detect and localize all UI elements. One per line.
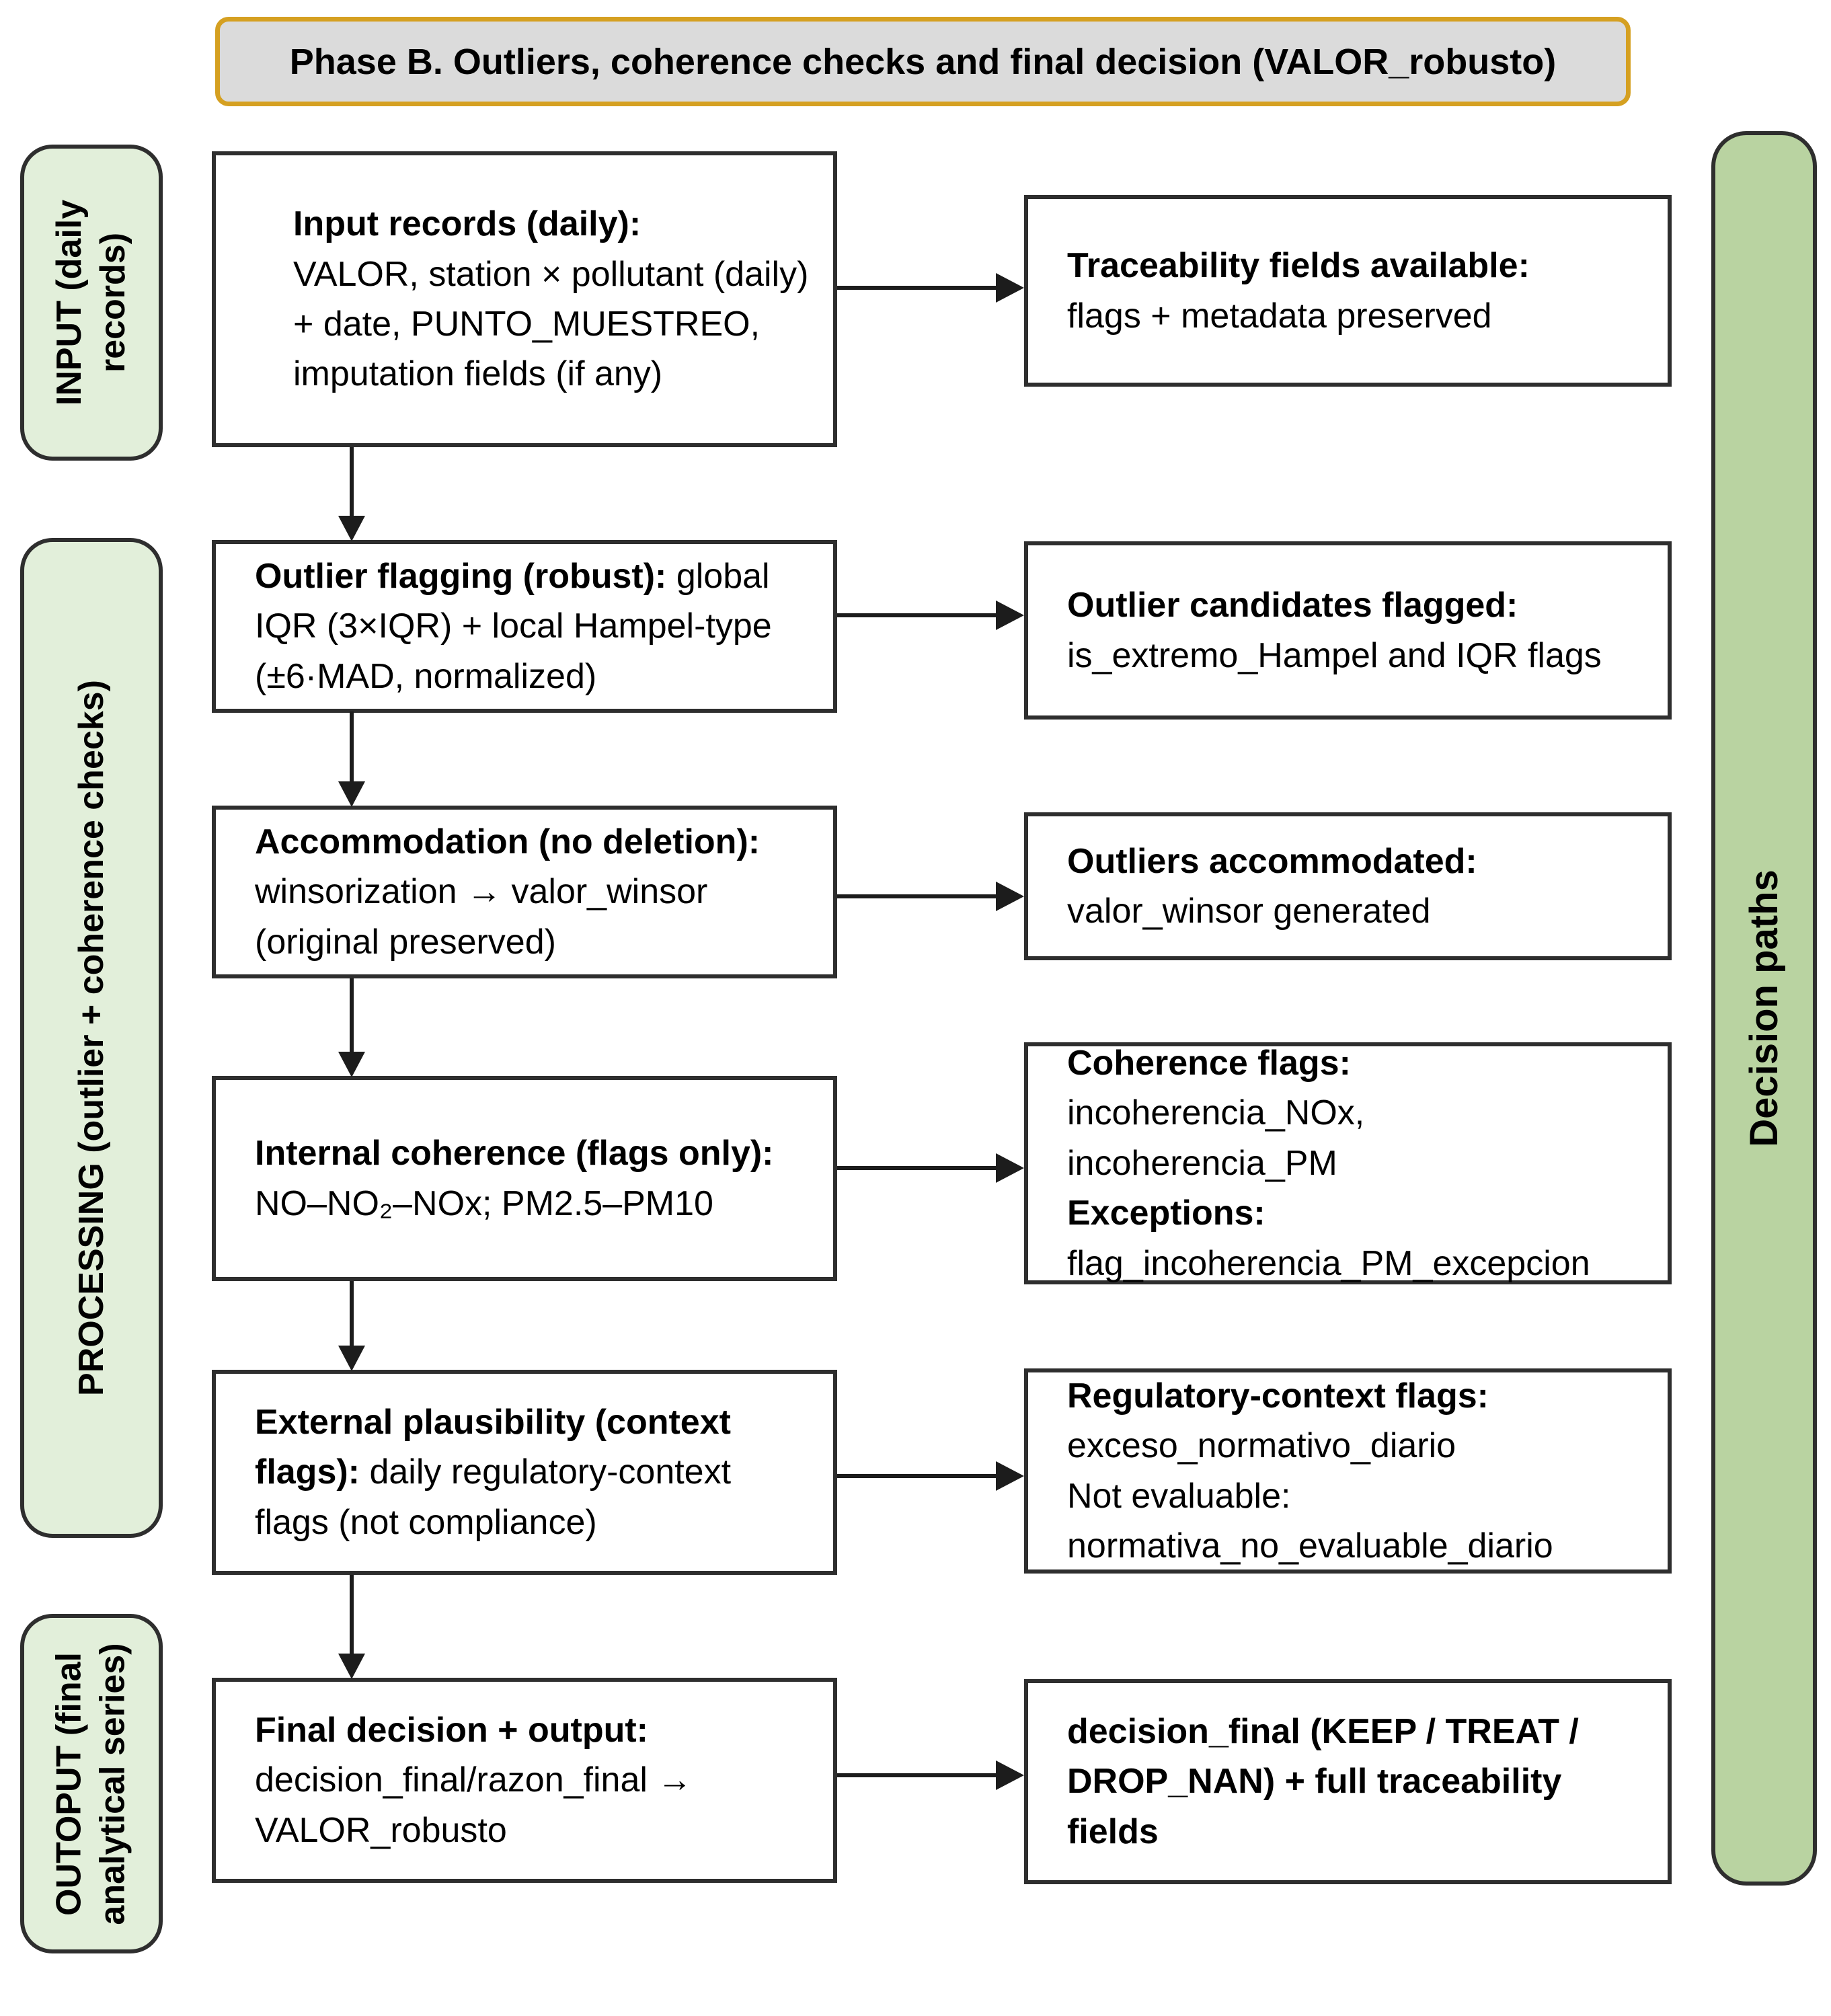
- process-box-external-plausibility: External plausibility (context flags): d…: [212, 1370, 837, 1575]
- connector-line-right-3: [837, 894, 996, 898]
- process-box-final-decision: Final decision + output:decision_final/r…: [212, 1678, 837, 1883]
- result-box-outlier-candidates-text: Outlier candidates flagged:is_extremo_Ha…: [1067, 586, 1602, 675]
- result-box-outlier-candidates: Outlier candidates flagged:is_extremo_Ha…: [1024, 541, 1672, 720]
- result-box-regulatory-context: Regulatory-context flags:exceso_normativ…: [1024, 1368, 1672, 1574]
- arrowhead-right-icon: [996, 882, 1024, 911]
- stage-panel-processing-label: PROCESSING (outlier + coherence checks): [71, 680, 111, 1396]
- process-box-input-records-text: Input records (daily):VALOR, station × p…: [293, 204, 809, 394]
- process-box-internal-coherence-text: Internal coherence (flags only): NO–NO₂–…: [255, 1134, 774, 1223]
- arrowhead-down-icon: [338, 1052, 365, 1077]
- arrowhead-down-icon: [338, 516, 365, 541]
- arrowhead-right-icon: [996, 273, 1024, 303]
- process-box-accommodation: Accommodation (no deletion):winsorizatio…: [212, 806, 837, 978]
- stage-panel-input: INPUT (daily records): [20, 145, 163, 461]
- stage-panel-processing: PROCESSING (outlier + coherence checks): [20, 538, 163, 1538]
- result-box-outliers-accommodated-text: Outliers accommodated:valor_winsor gener…: [1067, 841, 1477, 931]
- diagram-title-text: Phase B. Outliers, coherence checks and …: [289, 41, 1557, 82]
- process-box-final-decision-text: Final decision + output:decision_final/r…: [255, 1710, 693, 1850]
- connector-line-right-6: [837, 1773, 996, 1777]
- result-box-decision-final: decision_final (KEEP / TREAT / DROP_NAN)…: [1024, 1679, 1672, 1884]
- process-box-internal-coherence: Internal coherence (flags only): NO–NO₂–…: [212, 1076, 837, 1281]
- result-box-traceability: Traceability fields available:flags + me…: [1024, 195, 1672, 387]
- diagram-title: Phase B. Outliers, coherence checks and …: [215, 17, 1631, 106]
- connector-line-down-1: [350, 447, 354, 516]
- process-box-external-plausibility-text: External plausibility (context flags): d…: [255, 1402, 732, 1542]
- result-box-coherence-flags: Coherence flags:incoherencia_NOx,incoher…: [1024, 1042, 1672, 1284]
- process-box-accommodation-text: Accommodation (no deletion):winsorizatio…: [255, 822, 761, 962]
- connector-line-right-2: [837, 613, 996, 617]
- arrowhead-right-icon: [996, 1760, 1024, 1790]
- arrowhead-right-icon: [996, 1461, 1024, 1491]
- connector-line-right-4: [837, 1166, 996, 1170]
- process-box-outlier-flagging-text: Outlier flagging (robust): global IQR (3…: [255, 556, 772, 696]
- result-box-coherence-flags-text: Coherence flags:incoherencia_NOx,incoher…: [1067, 1044, 1590, 1283]
- connector-line-down-3: [350, 978, 354, 1052]
- connector-line-down-4: [350, 1281, 354, 1346]
- stage-panel-output: OUTOPUT (final analytical series): [20, 1614, 163, 1953]
- result-box-decision-final-text: decision_final (KEEP / TREAT / DROP_NAN)…: [1067, 1711, 1579, 1851]
- arrowhead-right-icon: [996, 1153, 1024, 1183]
- decision-paths-label: Decision paths: [1742, 869, 1787, 1147]
- connector-line-right-5: [837, 1474, 996, 1478]
- connector-line-down-2: [350, 711, 354, 781]
- arrowhead-down-icon: [338, 781, 365, 807]
- result-box-traceability-text: Traceability fields available:flags + me…: [1067, 246, 1530, 336]
- connector-line-right-1: [837, 286, 996, 290]
- arrowhead-down-icon: [338, 1346, 365, 1371]
- connector-line-down-5: [350, 1575, 354, 1654]
- stage-panel-input-label: INPUT (daily records): [50, 199, 133, 406]
- result-box-outliers-accommodated: Outliers accommodated:valor_winsor gener…: [1024, 812, 1672, 960]
- process-box-outlier-flagging: Outlier flagging (robust): global IQR (3…: [212, 540, 837, 713]
- result-box-regulatory-context-text: Regulatory-context flags:exceso_normativ…: [1067, 1376, 1553, 1565]
- arrowhead-right-icon: [996, 600, 1024, 630]
- decision-paths-bar: Decision paths: [1711, 131, 1817, 1886]
- process-box-input-records: Input records (daily):VALOR, station × p…: [212, 151, 837, 447]
- arrowhead-down-icon: [338, 1654, 365, 1679]
- stage-panel-output-label: OUTOPUT (final analytical series): [50, 1642, 132, 1925]
